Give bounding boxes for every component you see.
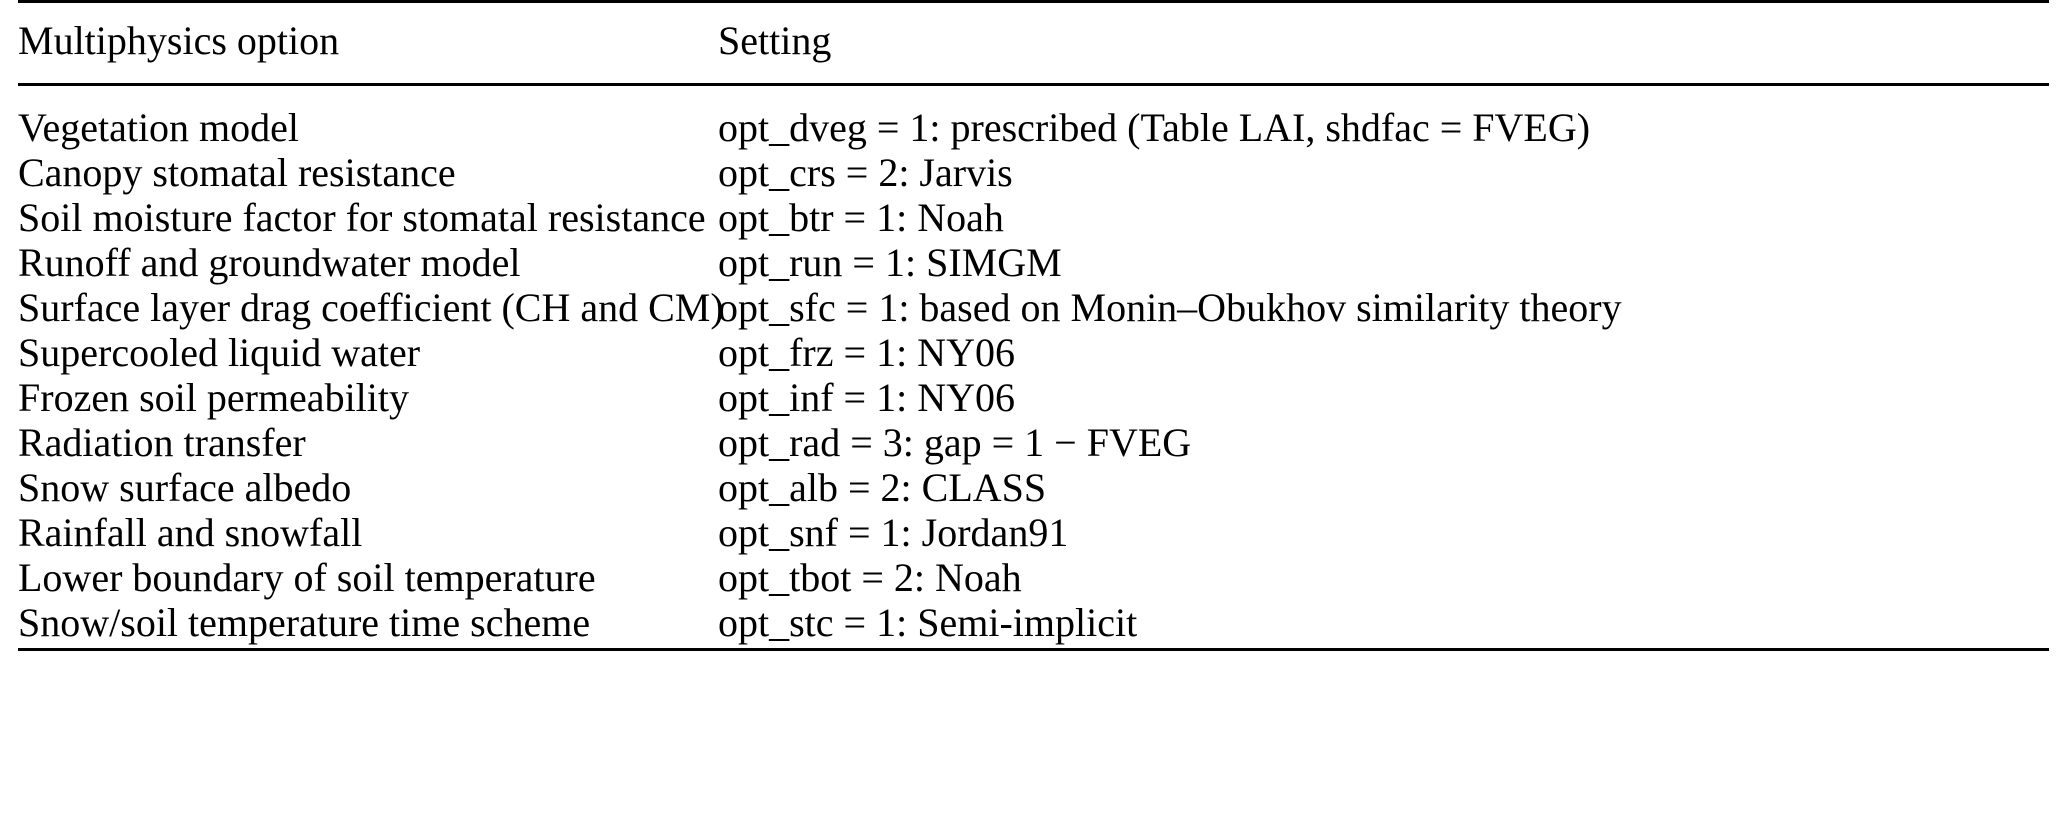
multiphysics-options-table: Multiphysics option Setting Vegetation m…: [18, 0, 2049, 671]
cell-multiphysics-option: Lower boundary of soil temperature: [18, 555, 596, 600]
cell-setting: opt_snf = 1: Jordan91: [718, 510, 1069, 555]
cell-multiphysics-option: Frozen soil permeability: [18, 375, 410, 420]
cell-setting: opt_btr = 1: Noah: [718, 195, 1004, 240]
table-row: Snow surface albedo opt_alb = 2: CLASS: [18, 468, 2049, 513]
bottom-rule-cell: [18, 650, 718, 672]
cell-setting: opt_alb = 2: CLASS: [718, 465, 1047, 510]
cell-multiphysics-option: Vegetation model: [18, 105, 300, 150]
table-row: Surface layer drag coefficient (CH and C…: [18, 288, 2049, 333]
table-header-row: Multiphysics option Setting: [18, 1, 2049, 85]
table-row: Lower boundary of soil temperature opt_tb…: [18, 558, 2049, 603]
cell-setting: opt_crs = 2: Jarvis: [718, 150, 1013, 195]
cell-setting: opt_dveg = 1: prescribed (Table LAI, shd…: [718, 105, 1591, 150]
table-row: Rainfall and snowfall opt_snf = 1: Jordan…: [18, 513, 2049, 558]
cell-multiphysics-option: Canopy stomatal resistance: [18, 150, 456, 195]
table-row: Canopy stomatal resistance opt_crs = 2: J…: [18, 153, 2049, 198]
cell-setting: opt_frz = 1: NY06: [718, 330, 1015, 375]
cell-multiphysics-option: Snow surface albedo: [18, 465, 352, 510]
cell-setting: opt_inf = 1: NY06: [718, 375, 1015, 420]
cell-multiphysics-option: Snow/soil temperature time scheme: [18, 600, 591, 645]
cell-setting: opt_rad = 3: gap = 1 − FVEG: [718, 420, 1192, 465]
table-row: Frozen soil permeability opt_inf = 1: NY0…: [18, 378, 2049, 423]
table-row: Soil moisture factor for stomatal resist…: [18, 198, 2049, 243]
table-row: Supercooled liquid water opt_frz = 1: NY0…: [18, 333, 2049, 378]
cell-setting: opt_stc = 1: Semi-implicit: [718, 600, 1138, 645]
bottom-rule-cell: [718, 650, 2049, 672]
cell-multiphysics-option: Radiation transfer: [18, 420, 306, 465]
table-row: Radiation transfer opt_rad = 3: gap = 1 −…: [18, 423, 2049, 468]
cell-multiphysics-option: Supercooled liquid water: [18, 330, 421, 375]
cell-setting: opt_tbot = 2: Noah: [718, 555, 1022, 600]
table-body: Vegetation model opt_dveg = 1: prescribed…: [18, 84, 2049, 672]
table-bottom-rule: [18, 649, 2049, 672]
column-header-option: Multiphysics option: [18, 18, 340, 63]
table-row: Vegetation model opt_dveg = 1: prescribed…: [18, 84, 2049, 154]
cell-multiphysics-option: Surface layer drag coefficient (CH and C…: [18, 285, 724, 330]
cell-setting: opt_sfc = 1: based on Monin–Obukhov simi…: [718, 285, 1622, 330]
cell-multiphysics-option: Runoff and groundwater model: [18, 240, 521, 285]
column-header-setting: Setting: [718, 18, 832, 63]
cell-multiphysics-option: Soil moisture factor for stomatal resist…: [18, 195, 706, 240]
table-row: Snow/soil temperature time scheme opt_stc…: [18, 603, 2049, 650]
table-header: Multiphysics option Setting: [18, 1, 2049, 85]
cell-multiphysics-option: Rainfall and snowfall: [18, 510, 363, 555]
cell-setting: opt_run = 1: SIMGM: [718, 240, 1062, 285]
table-row: Runoff and groundwater model opt_run = 1:…: [18, 243, 2049, 288]
